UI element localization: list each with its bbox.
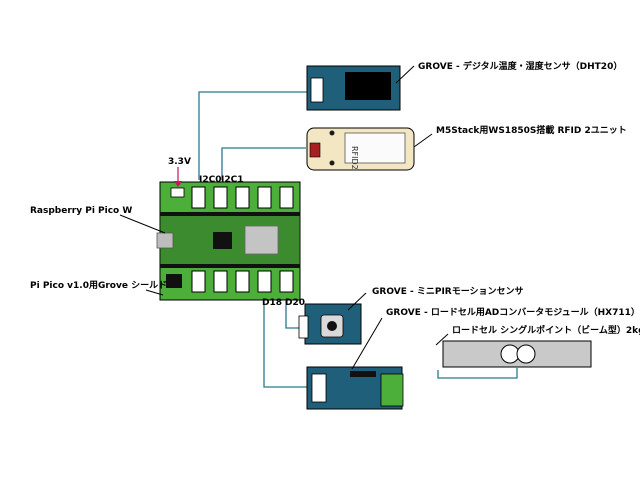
port-label-d20: D20	[285, 298, 305, 308]
dht20-connector	[310, 77, 324, 103]
pico-label: Raspberry Pi Pico W	[30, 206, 132, 216]
hx711-label: GROVE - ロードセル用ADコンバータモジュール（HX711）	[386, 306, 640, 318]
hx711-module	[306, 366, 404, 410]
pin-header-bottom	[160, 264, 300, 268]
pir-lens-center	[327, 321, 337, 331]
rfid-antenna	[344, 132, 406, 164]
rfid-module: RFID2	[306, 127, 415, 171]
wifi-module	[244, 225, 279, 255]
grove-port-top-3	[235, 186, 250, 209]
rfid-connector	[309, 142, 321, 158]
dht20-leader	[395, 65, 415, 84]
grove-port-i2c0	[191, 186, 206, 209]
rfid-text: RFID2	[350, 146, 359, 170]
rfid-label: M5Stack用WS1850S搭載 RFID 2ユニット	[436, 124, 627, 136]
pin-header-top	[160, 212, 300, 216]
wire-d18-hx711	[263, 300, 307, 388]
shield-label: Pi Pico v1.0用Grove シールド	[30, 280, 167, 291]
power-arrow-head	[174, 181, 182, 187]
port-label-i2c0: I2C0	[199, 175, 221, 185]
hx711-leader	[351, 317, 383, 370]
shield-leader	[145, 289, 164, 296]
port-label-i2c1: I2C1	[221, 175, 243, 185]
loadcell-hole-right	[516, 344, 536, 364]
port-label-d18: D18	[262, 298, 282, 308]
usb-connector	[156, 232, 174, 249]
rfid-screw	[329, 160, 335, 166]
pir-connector	[298, 315, 309, 339]
grove-port-bottom-1	[191, 270, 206, 293]
grove-port-bottom-3	[235, 270, 250, 293]
wires	[198, 91, 518, 388]
dht20-module	[306, 65, 401, 111]
grove-port-d18	[257, 270, 272, 293]
power-header	[170, 187, 185, 198]
rp2040-chip	[213, 232, 232, 249]
aux-chip	[166, 274, 182, 288]
dht20-label: GROVE - デジタル温度・湿度センサ（DHT20）	[418, 60, 622, 72]
pir-label: GROVE - ミニPIRモーションセンサ	[372, 286, 524, 297]
pico-board	[156, 181, 301, 301]
pir-module	[298, 303, 362, 345]
loadcell-leader	[435, 333, 449, 346]
pico-leader	[119, 214, 166, 234]
grove-port-top-4	[257, 186, 272, 209]
pir-leader	[347, 292, 367, 311]
rfid-led	[329, 130, 335, 136]
loadcell	[442, 340, 592, 368]
power-label: 3.3V	[168, 157, 191, 167]
hx711-connector	[311, 373, 327, 403]
grove-port-d20	[279, 270, 294, 293]
grove-port-bottom-2	[213, 270, 228, 293]
hx711-chip	[350, 371, 376, 377]
dht20-sensor-chip	[345, 72, 391, 100]
loadcell-label: ロードセル シングルポイント（ビーム型）2kg	[452, 324, 640, 336]
wire-hx711-loadcell	[437, 368, 518, 379]
grove-port-top-5	[279, 186, 294, 209]
grove-port-i2c1	[213, 186, 228, 209]
wire-i2c0-dht20	[198, 91, 307, 180]
loadcell-hole-left	[500, 344, 520, 364]
rfid-leader	[413, 133, 433, 148]
hx711-terminal	[380, 373, 404, 407]
wire-i2c1-rfid	[221, 147, 306, 180]
